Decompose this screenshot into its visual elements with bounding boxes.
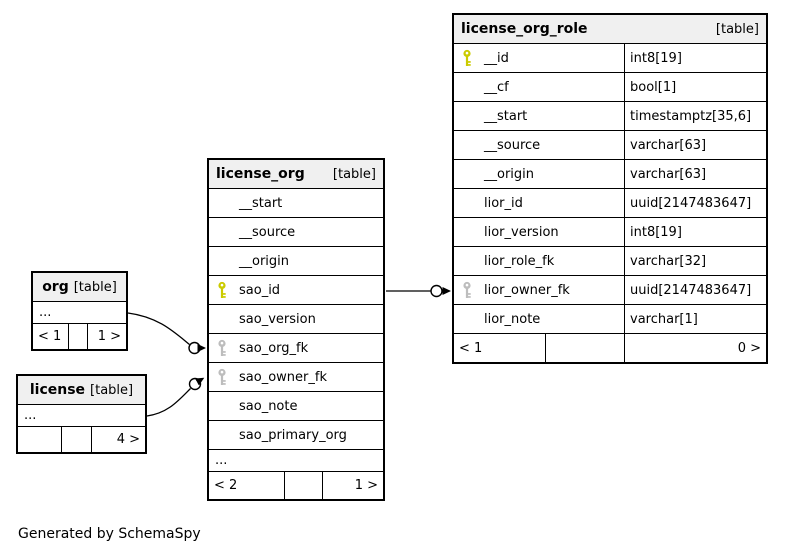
table-row: __origin varchar[63] xyxy=(454,160,766,189)
table-header: license_org [table] xyxy=(209,160,383,189)
table-name: license_org xyxy=(216,166,305,182)
primary-key-icon xyxy=(217,281,227,299)
column-name: sao_version xyxy=(239,311,316,327)
footer-cell-parents: 1 > xyxy=(97,329,121,344)
column-name: lior_version xyxy=(484,224,559,240)
column-name: sao_note xyxy=(239,398,298,414)
footer-cell-mid xyxy=(285,472,323,499)
column-name: lior_role_fk xyxy=(484,253,555,269)
table-row: sao_id xyxy=(209,276,383,305)
table-kind-label: [table] xyxy=(715,21,759,37)
footer-cell-children xyxy=(18,427,62,452)
table-node-license-org-role[interactable]: license_org_role [table] __id int8[19] _… xyxy=(452,13,768,364)
column-name: sao_id xyxy=(239,282,281,298)
table-node-org[interactable]: org [table] ... < 1 1 > xyxy=(31,271,128,351)
table-row: lior_role_fk varchar[32] xyxy=(454,247,766,276)
column-type: timestamptz[35,6] xyxy=(630,108,752,124)
column-type: uuid[2147483647] xyxy=(630,282,752,298)
column-type: uuid[2147483647] xyxy=(630,195,752,211)
column-name: __origin xyxy=(484,166,535,182)
column-name: __cf xyxy=(484,79,509,95)
column-type: int8[19] xyxy=(630,224,682,240)
table-name: org xyxy=(42,279,69,295)
column-name: sao_org_fk xyxy=(239,340,309,356)
relationship-arrowhead xyxy=(194,377,205,386)
foreign-key-icon xyxy=(217,339,227,357)
column-type: varchar[63] xyxy=(630,137,707,153)
footer-cell-parents: 1 > xyxy=(354,478,378,493)
table-row: lior_version int8[19] xyxy=(454,218,766,247)
footer-cell-parents: 4 > xyxy=(116,432,140,447)
relationship-curve xyxy=(127,312,190,346)
footer-cell-children: < 2 xyxy=(209,472,285,499)
column-type: bool[1] xyxy=(630,79,677,95)
table-node-license[interactable]: license [table] ... 4 > xyxy=(16,374,147,454)
table-row: __start timestamptz[35,6] xyxy=(454,102,766,131)
footer-cell-mid xyxy=(62,427,92,452)
footer-cell-mid xyxy=(546,334,625,362)
table-row: sao_note xyxy=(209,392,383,421)
relationship-circle xyxy=(430,284,443,298)
table-name: license_org_role xyxy=(461,21,588,37)
table-header: org [table] xyxy=(33,273,126,302)
relationship-circle xyxy=(188,377,202,391)
table-row: __cf bool[1] xyxy=(454,73,766,102)
table-row: sao_owner_fk xyxy=(209,363,383,392)
ellipsis-row: ... xyxy=(18,405,145,427)
column-type: int8[19] xyxy=(630,50,682,66)
table-kind-label: [table] xyxy=(332,166,376,182)
footer-cell-parents: 0 > xyxy=(737,340,761,356)
table-row: __source xyxy=(209,218,383,247)
column-type: varchar[63] xyxy=(630,166,707,182)
column-type: varchar[32] xyxy=(630,253,707,269)
footer-cell-children: < 1 xyxy=(454,334,546,362)
table-kind-label: [table] xyxy=(90,382,134,398)
table-row: lior_owner_fk uuid[2147483647] xyxy=(454,276,766,305)
primary-key-icon xyxy=(462,49,472,67)
footer-cell-children: < 1 xyxy=(33,324,69,349)
table-node-license-org[interactable]: license_org [table] __start __source __o… xyxy=(207,158,385,501)
table-header: license_org_role [table] xyxy=(454,15,766,44)
foreign-key-icon xyxy=(462,281,472,299)
column-name: __source xyxy=(484,137,541,153)
table-kind-label: [table] xyxy=(73,279,117,295)
foreign-key-icon xyxy=(217,368,227,386)
table-footer: < 1 0 > xyxy=(454,334,766,362)
footer-cell-mid xyxy=(69,324,88,349)
table-footer: 4 > xyxy=(18,427,145,452)
relationship-circle xyxy=(188,341,201,355)
table-row: lior_note varchar[1] xyxy=(454,305,766,334)
column-type: varchar[1] xyxy=(630,311,698,327)
table-row: __source varchar[63] xyxy=(454,131,766,160)
column-name: __start xyxy=(239,195,283,211)
table-row: sao_version xyxy=(209,305,383,334)
column-name: __origin xyxy=(239,253,290,269)
table-name: license xyxy=(29,382,86,398)
table-row: __origin xyxy=(209,247,383,276)
column-name: __id xyxy=(484,50,509,66)
table-row: __start xyxy=(209,189,383,218)
generator-credit: Generated by SchemaSpy xyxy=(18,526,201,542)
table-header: license [table] xyxy=(18,376,145,405)
column-name: __source xyxy=(239,224,296,240)
table-footer: < 2 1 > xyxy=(209,472,383,499)
table-footer: < 1 1 > xyxy=(33,324,126,349)
column-name: lior_id xyxy=(484,195,523,211)
column-name: sao_owner_fk xyxy=(239,369,327,385)
table-row: lior_id uuid[2147483647] xyxy=(454,189,766,218)
column-name: lior_note xyxy=(484,311,541,327)
column-name: __start xyxy=(484,108,528,124)
column-name: lior_owner_fk xyxy=(484,282,570,298)
ellipsis-row: ... xyxy=(209,450,383,472)
table-row: __id int8[19] xyxy=(454,44,766,73)
relationship-curve xyxy=(146,388,191,417)
ellipsis-row: ... xyxy=(33,302,126,324)
column-name: sao_primary_org xyxy=(239,427,347,443)
table-row: sao_org_fk xyxy=(209,334,383,363)
table-row: sao_primary_org xyxy=(209,421,383,450)
